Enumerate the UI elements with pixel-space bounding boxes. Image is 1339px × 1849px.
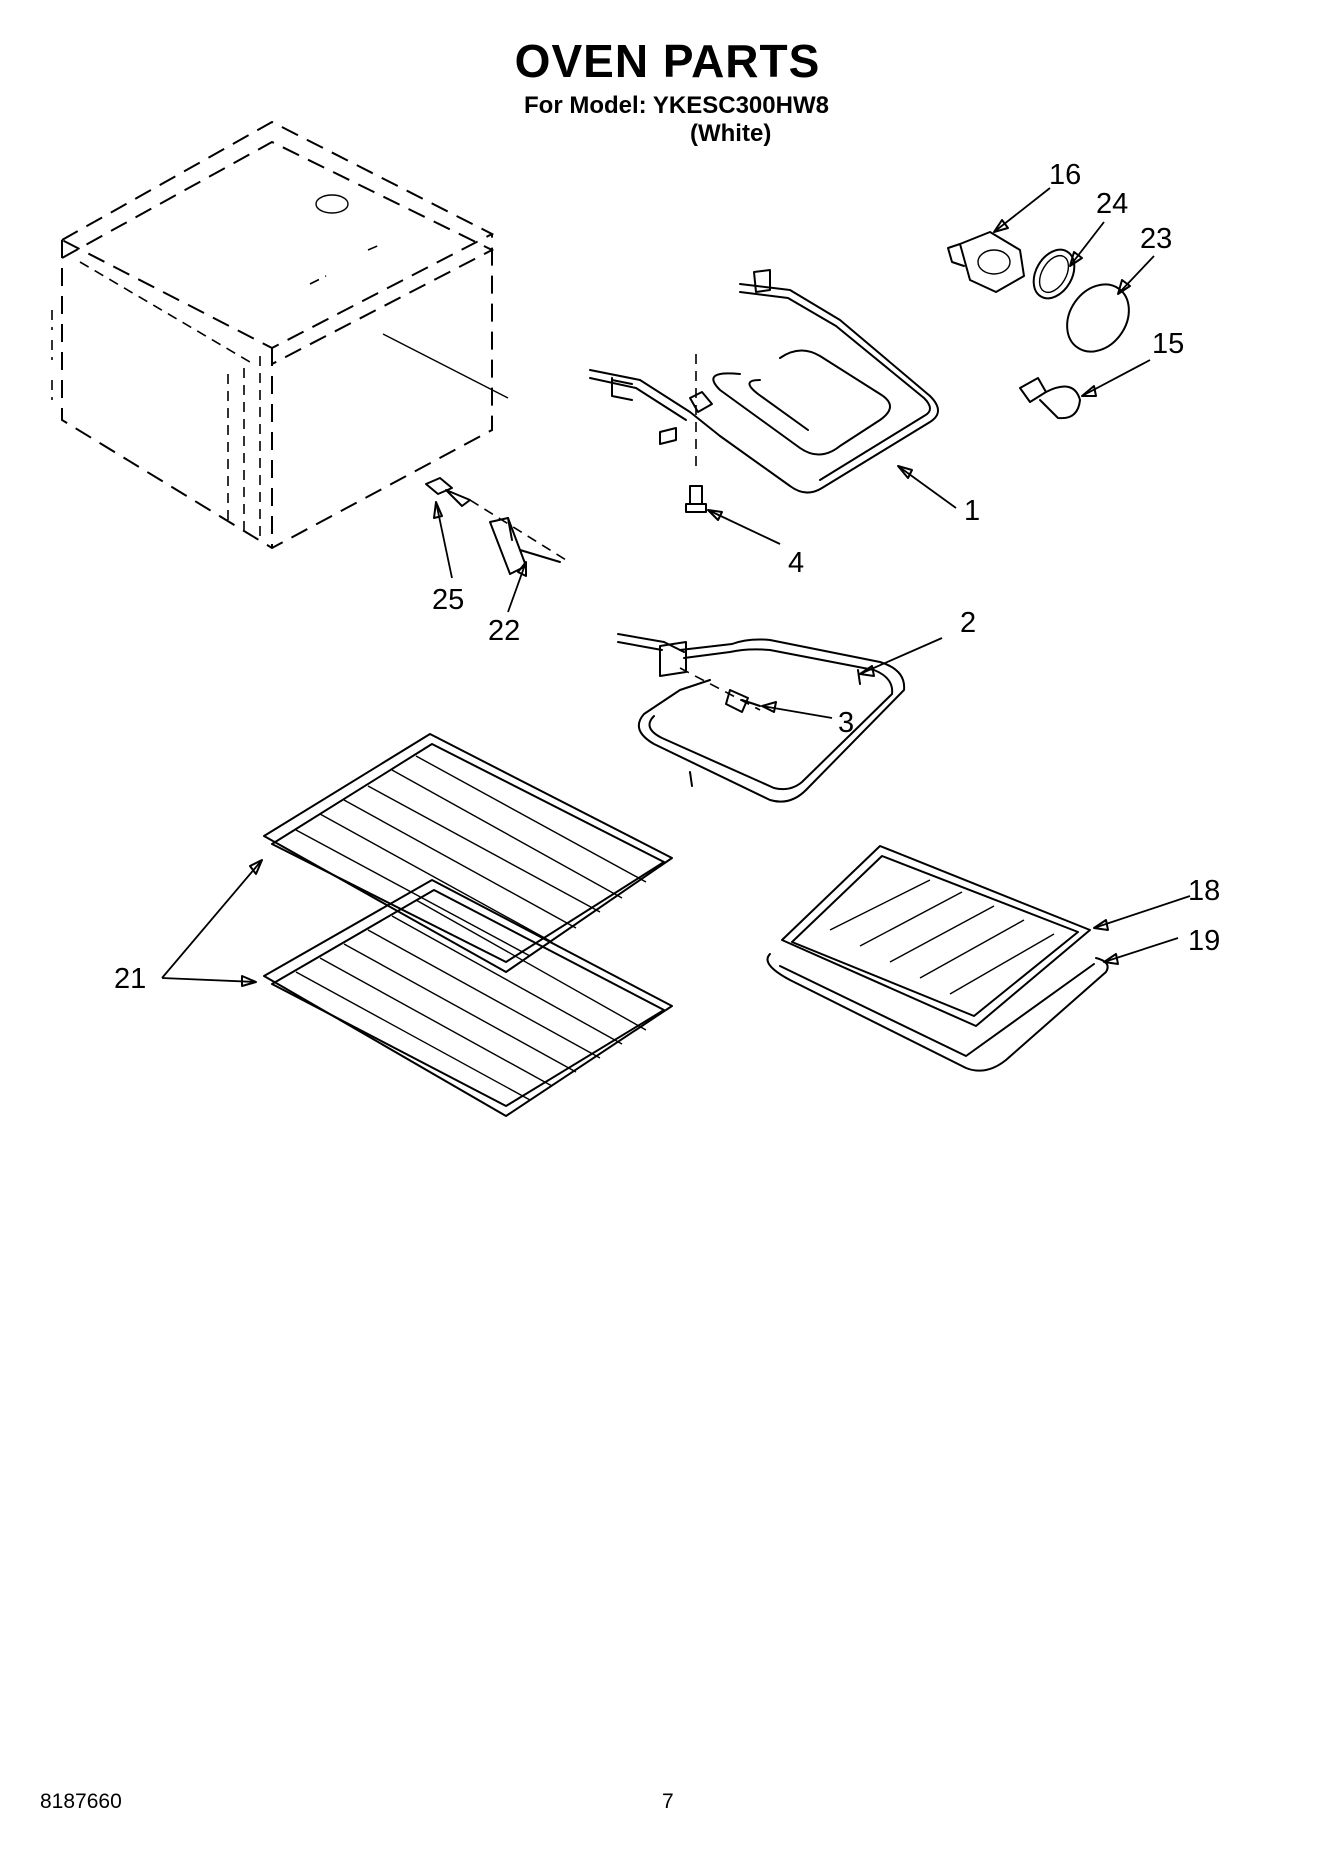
callout-18: 18 xyxy=(1188,875,1220,907)
model-number: For Model: YKESC300HW8 xyxy=(524,92,829,119)
light-socket-16 xyxy=(947,231,1025,293)
bake-element xyxy=(617,633,906,803)
callout-16: 16 xyxy=(1049,159,1081,191)
callout-15: 15 xyxy=(1152,328,1184,360)
callout-23: 23 xyxy=(1140,223,1172,255)
oven-rack-upper xyxy=(263,733,673,973)
callout-1: 1 xyxy=(964,495,980,527)
callout-2: 2 xyxy=(960,607,976,639)
callout-4: 4 xyxy=(788,547,804,579)
gasket-24 xyxy=(1032,248,1076,300)
oven-cavity-outline xyxy=(51,120,509,550)
callout-25: 25 xyxy=(432,584,464,616)
callout-3: 3 xyxy=(838,707,854,739)
callout-leaders xyxy=(161,187,1191,987)
document-number: 8187660 xyxy=(40,1790,122,1813)
oven-rack-lower xyxy=(263,879,673,1117)
page-title: OVEN PARTS xyxy=(514,35,821,87)
bulb-15 xyxy=(1019,377,1081,420)
screw-25 xyxy=(425,477,567,561)
page-number: 7 xyxy=(662,1790,674,1813)
broiler-pan-19 xyxy=(766,953,1109,1072)
callout-21: 21 xyxy=(114,963,146,995)
screw-4 xyxy=(685,485,707,513)
broil-element xyxy=(589,269,939,494)
model-color: (White) xyxy=(690,120,772,147)
broiler-pan-insert-18 xyxy=(781,845,1091,1027)
callout-24: 24 xyxy=(1096,188,1128,220)
callout-22: 22 xyxy=(488,615,520,647)
screw-3 xyxy=(725,689,761,713)
callout-19: 19 xyxy=(1188,925,1220,957)
